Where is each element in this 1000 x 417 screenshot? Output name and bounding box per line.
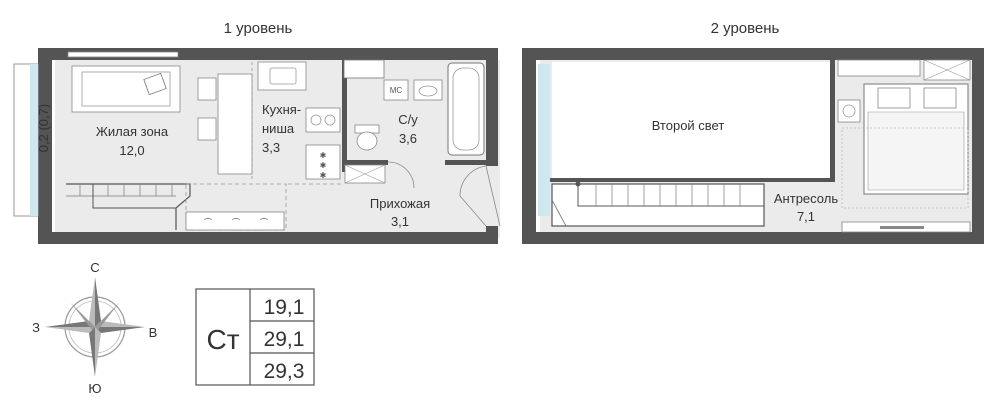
compass-rose-icon — [45, 277, 145, 377]
level-2-bottom-wall — [522, 232, 984, 244]
svg-text:⌒: ⌒ — [204, 218, 212, 227]
hall-name: Прихожая — [370, 196, 430, 211]
level-2-left-wall — [522, 48, 536, 244]
washing-machine — [383, 79, 409, 101]
kitchen-oven — [305, 107, 341, 133]
kitchen-stove — [305, 144, 341, 180]
bathtub-inner — [452, 67, 480, 151]
level-1-title: 1 уровень — [224, 20, 293, 37]
living-zone-name: Жилая зона — [96, 124, 169, 139]
washer-label: МС — [390, 86, 403, 95]
bath-wall-bottom — [342, 160, 388, 165]
level-2-right-wall — [972, 48, 984, 244]
sofa — [71, 65, 181, 113]
bed-pillow — [923, 87, 957, 109]
second-light-area — [552, 62, 830, 178]
pillow — [143, 72, 167, 96]
level-1-window — [67, 51, 179, 58]
level-2-title: 2 уровень — [711, 20, 780, 37]
kitchen-sink-counter — [257, 61, 307, 91]
level-1-stairs — [66, 183, 191, 230]
svg-text:✱: ✱ — [320, 151, 327, 160]
compass-west: З — [32, 320, 40, 335]
bath-shaft — [343, 59, 385, 79]
entrance-door — [459, 165, 487, 227]
chair — [197, 77, 217, 101]
tv — [880, 226, 924, 229]
kitchen-sink — [269, 67, 297, 85]
bath-door-arc — [387, 161, 415, 189]
mezzanine-name: Антресоль — [774, 191, 838, 206]
level-1-plan: МС ✱ ✱ ✱ — [13, 48, 501, 244]
dining-table — [217, 73, 253, 175]
bath-sink-bowl — [418, 85, 438, 97]
bath-wall-bottom-right — [445, 160, 487, 165]
svg-text:⌒: ⌒ — [260, 218, 268, 227]
bed-pillow — [877, 87, 911, 109]
living-zone-area: 12,0 — [119, 143, 144, 158]
mezzanine-railing-vertical — [830, 60, 835, 182]
bath-sink — [413, 79, 443, 101]
svg-text:✱: ✱ — [320, 161, 327, 170]
compass-south: Ю — [88, 381, 101, 396]
level-1-bottom-wall — [38, 232, 498, 244]
top-shelf — [837, 59, 921, 77]
level-2-stairs — [551, 181, 765, 227]
carpet — [841, 127, 969, 209]
bath-name: С/у — [398, 112, 418, 127]
svg-text:⌒: ⌒ — [232, 218, 240, 227]
area-value-1: 19,1 — [264, 296, 305, 319]
kitchen-area: 3,3 — [262, 140, 280, 155]
toilet-bowl — [356, 131, 378, 151]
mezzanine-area: 7,1 — [797, 209, 815, 224]
bath-area: 3,6 — [399, 131, 417, 146]
apartment-type: Ст — [206, 324, 239, 355]
level-1-right-wall-lower — [486, 226, 498, 244]
area-value-2: 29,1 — [264, 328, 305, 351]
level-2-plan — [522, 48, 984, 244]
compass-north: С — [90, 260, 99, 275]
svg-text:✱: ✱ — [320, 171, 327, 180]
chair — [197, 117, 217, 141]
second-light-name: Второй свет — [652, 118, 725, 133]
kitchen-name-1: Кухня- — [262, 102, 301, 117]
balcony-glass — [30, 64, 38, 216]
area-summary-table — [195, 288, 315, 386]
balcony-area: 0,2 (0,7) — [36, 104, 51, 152]
bath-wall-left — [342, 60, 347, 172]
kitchen-name-2: ниша — [262, 121, 295, 136]
level-1-right-wall-upper — [486, 48, 498, 166]
compass-east: В — [149, 325, 158, 340]
wardrobe — [185, 211, 285, 231]
lamp-icon — [842, 104, 856, 118]
area-value-3: 29,3 — [264, 360, 305, 383]
nightstand — [837, 99, 861, 123]
level-2-top-wall — [522, 48, 984, 60]
level-1-left-wall — [38, 48, 52, 244]
hall-area: 3,1 — [391, 214, 409, 229]
level-2-glass — [538, 64, 550, 216]
mezzanine-railing — [550, 178, 835, 182]
